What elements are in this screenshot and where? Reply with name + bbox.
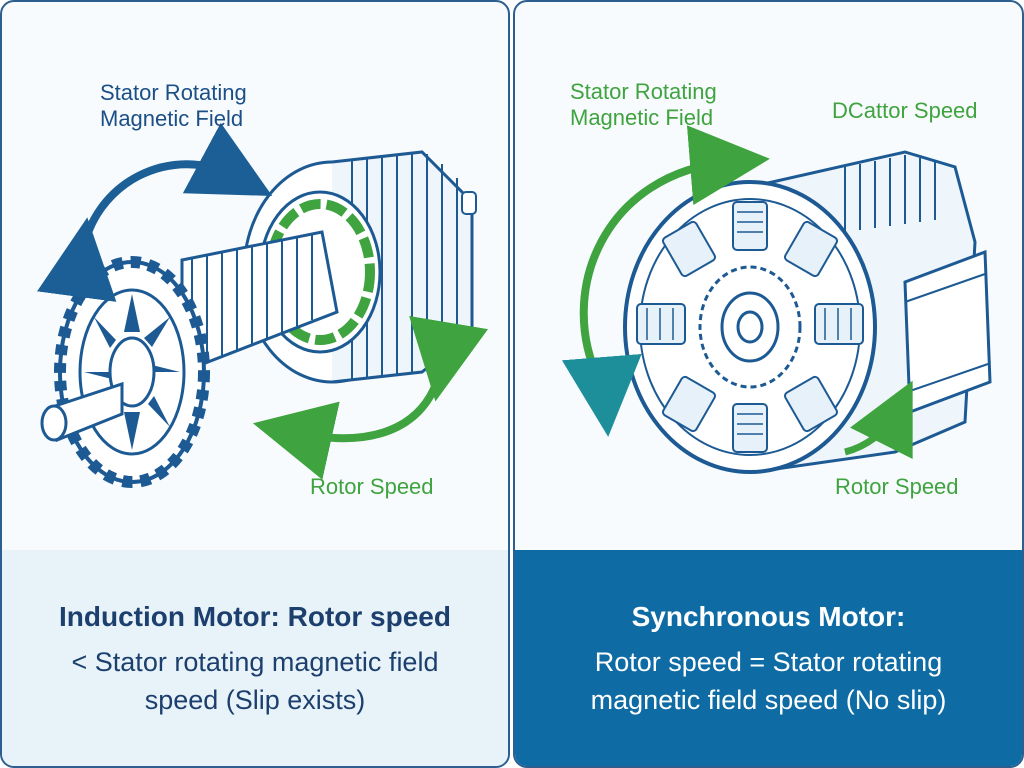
stator-face xyxy=(625,182,875,472)
synchronous-motor-panel: Stator Rotating Magnetic Field DCattor S… xyxy=(513,0,1024,768)
rotor-end-cap xyxy=(60,262,204,482)
induction-caption: Induction Motor: Rotor speed < Stator ro… xyxy=(2,550,508,768)
induction-motor-illustration xyxy=(2,2,510,550)
induction-caption-title: Induction Motor: Rotor speed xyxy=(59,601,451,633)
rotor-speed-label: Rotor Speed xyxy=(310,474,434,500)
stator-field-label: Stator Rotating Magnetic Field xyxy=(100,80,247,132)
synchronous-caption-line2: magnetic field speed (No slip) xyxy=(591,681,947,719)
stator-field-arrow xyxy=(82,164,237,257)
synchronous-caption: Synchronous Motor: Rotor speed = Stator … xyxy=(515,550,1022,768)
synchronous-caption-title: Synchronous Motor: xyxy=(632,601,906,633)
rotor-speed-label: Rotor Speed xyxy=(835,474,959,500)
induction-motor-panel: Stator Rotating Magnetic Field Rotor Spe… xyxy=(0,0,510,768)
induction-caption-line2: speed (Slip exists) xyxy=(145,681,366,719)
synchronous-caption-line1: Rotor speed = Stator rotating xyxy=(595,643,942,681)
dcattor-speed-label: DCattor Speed xyxy=(832,98,978,124)
synchronous-motor-diagram: Stator Rotating Magnetic Field DCattor S… xyxy=(515,2,1022,550)
induction-motor-diagram: Stator Rotating Magnetic Field Rotor Spe… xyxy=(2,2,508,550)
stator-field-label: Stator Rotating Magnetic Field xyxy=(570,79,717,131)
induction-caption-line1: < Stator rotating magnetic field xyxy=(72,643,439,681)
stator-field-arrow-tail xyxy=(603,372,605,397)
